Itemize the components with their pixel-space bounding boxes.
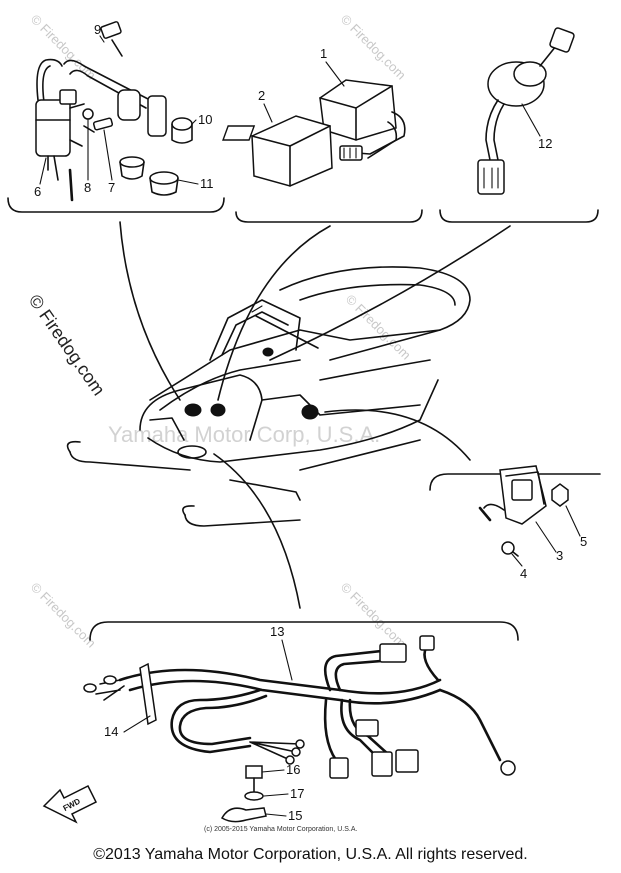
- part-regulator: [478, 465, 569, 557]
- callout-2: 2: [258, 88, 265, 103]
- callout-6: 6: [34, 184, 41, 199]
- leader-switch-to-sled: [269, 225, 511, 361]
- callout-1: 1: [320, 46, 327, 61]
- part-wire-harness: [83, 635, 516, 779]
- fwd-arrow-icon: FWD: [42, 784, 98, 824]
- callout-16: 16: [286, 762, 300, 777]
- callout-11: 11: [200, 176, 214, 191]
- watermark-yamaha-overlay: Yamaha Motor Corp, U.S.A.: [108, 422, 380, 447]
- part-plug-cap-lead: [63, 21, 193, 144]
- callout-14: 14: [104, 724, 118, 739]
- footer-copyright: ©2013 Yamaha Motor Corporation, U.S.A. A…: [93, 846, 528, 863]
- frame-regulator-group: [429, 473, 601, 491]
- part-cdi-unit: [222, 79, 406, 187]
- callout-15: 15: [288, 808, 302, 823]
- leader-lines: [119, 221, 511, 609]
- small-copyright: (c) 2005-2015 Yamaha Motor Corporation, …: [204, 826, 357, 833]
- watermark-left-vertical: © Firedog.com: [25, 291, 109, 399]
- leader-harness-to-sled: [213, 453, 301, 609]
- frame-harness-group: [89, 621, 519, 641]
- callout-12: 12: [538, 136, 552, 151]
- frame-cdi-group: [235, 209, 423, 223]
- callout-8: 8: [84, 180, 91, 195]
- callout-13: 13: [270, 624, 284, 639]
- callout-9: 9: [94, 22, 101, 37]
- watermark-lowleft: © Firedog.com: [28, 580, 99, 651]
- watermark-midcenter: © Firedog.com: [343, 292, 414, 363]
- callout-3: 3: [556, 548, 563, 563]
- snowmobile-outline: [66, 266, 471, 527]
- callout-frames: [7, 197, 601, 641]
- callout-7: 7: [108, 180, 115, 195]
- callout-10: 10: [198, 112, 212, 127]
- part-small-hardware: [82, 108, 179, 196]
- part-main-switch: [477, 27, 575, 195]
- callout-5: 5: [580, 534, 587, 549]
- callout-numbers: 1 2 3 4 5 6 7 8 9 10 11 12 13 14 15 16 1…: [34, 22, 587, 823]
- frame-ignition-coil-group: [7, 197, 225, 213]
- watermark-lowcenter: © Firedog.com: [338, 580, 409, 651]
- callout-4: 4: [520, 566, 527, 581]
- part-ignition-coil: [35, 58, 85, 202]
- watermark-topright: © Firedog.com: [338, 12, 409, 83]
- part-clamps-bolts: [139, 662, 267, 823]
- leader-cdi-to-sled: [217, 225, 331, 401]
- leader-regulator-to-sled: [324, 409, 471, 461]
- callout-17: 17: [290, 786, 304, 801]
- frame-main-switch-group: [439, 209, 599, 223]
- leader-coil-to-sled: [119, 221, 181, 401]
